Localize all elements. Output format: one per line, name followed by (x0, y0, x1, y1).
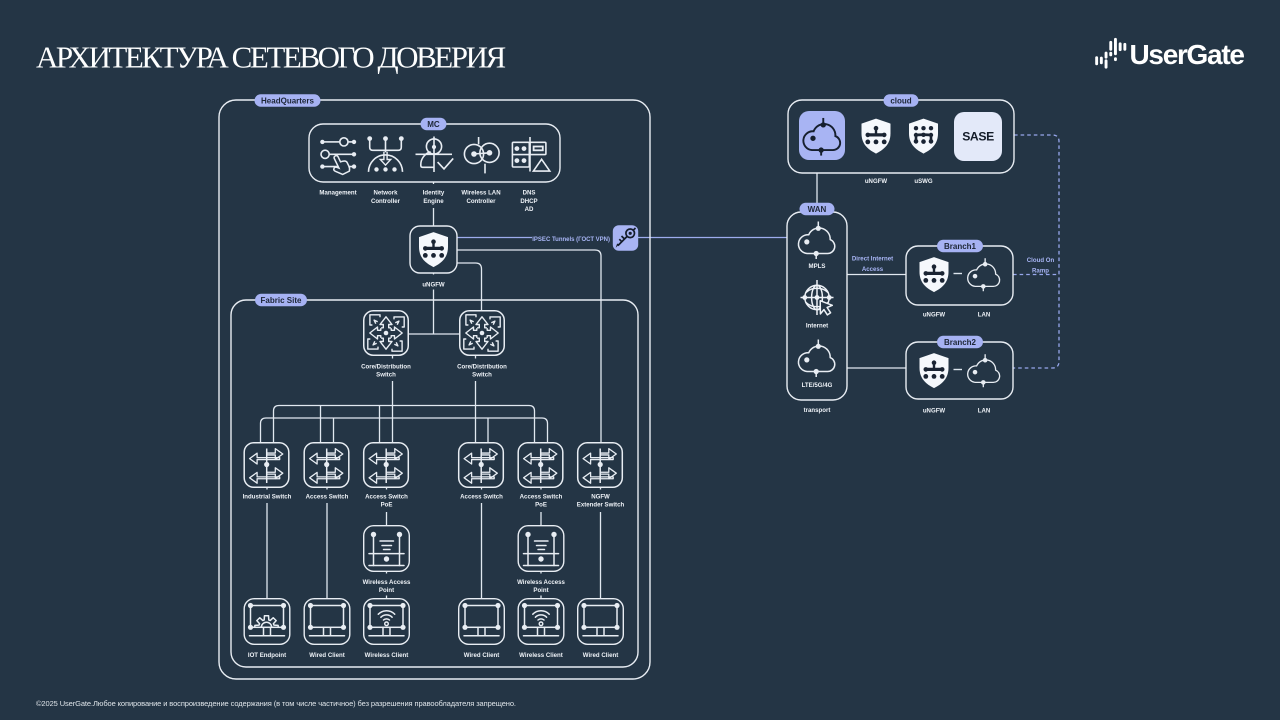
svg-text:Industrial Switch: Industrial Switch (243, 494, 292, 501)
svg-text:Point: Point (379, 587, 394, 594)
svg-text:Wired Client: Wired Client (309, 652, 345, 659)
svg-text:Access Switch: Access Switch (520, 494, 563, 501)
svg-text:Network: Network (373, 190, 398, 197)
svg-text:SASE: SASE (962, 130, 994, 144)
svg-text:Ramp: Ramp (1032, 268, 1049, 275)
svg-text:uNGFW: uNGFW (422, 282, 445, 289)
svg-text:Wireless Access: Wireless Access (363, 579, 411, 586)
svg-text:uNGFW: uNGFW (865, 178, 888, 185)
svg-text:UserGate: UserGate (1130, 39, 1245, 70)
svg-text:Controller: Controller (466, 198, 496, 205)
svg-text:Switch: Switch (376, 372, 396, 379)
svg-text:Wired Client: Wired Client (464, 652, 500, 659)
svg-text:transport: transport (804, 407, 831, 414)
svg-text:Extender Switch: Extender Switch (577, 502, 625, 509)
svg-text:MC: MC (427, 120, 440, 129)
svg-text:Cloud On: Cloud On (1027, 257, 1055, 264)
svg-text:Identity: Identity (423, 190, 445, 197)
svg-text:Management: Management (319, 190, 356, 197)
svg-text:MPLS: MPLS (809, 263, 826, 270)
svg-text:АРХИТЕКТУРА СЕТЕВОГО ДОВЕРИЯ: АРХИТЕКТУРА СЕТЕВОГО ДОВЕРИЯ (36, 40, 506, 75)
svg-text:HeadQuarters: HeadQuarters (261, 97, 314, 106)
svg-text:Direct Internet: Direct Internet (852, 256, 893, 263)
svg-text:Engine: Engine (423, 198, 444, 205)
svg-text:Fabric Site: Fabric Site (261, 296, 302, 305)
svg-text:AD: AD (525, 206, 534, 213)
svg-text:Access Switch: Access Switch (306, 494, 349, 501)
svg-text:Access: Access (862, 266, 884, 273)
svg-text:Core/Distribution: Core/Distribution (361, 364, 411, 371)
svg-text:Internet: Internet (806, 323, 828, 330)
svg-text:PoE: PoE (535, 502, 547, 509)
svg-text:Access Switch: Access Switch (365, 494, 408, 501)
svg-text:uNGFW: uNGFW (923, 408, 946, 415)
svg-text:LAN: LAN (978, 408, 991, 415)
svg-text:PoE: PoE (381, 502, 393, 509)
svg-text:Access Switch: Access Switch (460, 494, 503, 501)
svg-text:WAN: WAN (808, 205, 827, 214)
svg-text:Wireless LAN: Wireless LAN (461, 190, 500, 197)
svg-text:IOT Endpoint: IOT Endpoint (248, 652, 286, 659)
svg-text:Wireless Access: Wireless Access (517, 579, 565, 586)
svg-text:Branch2: Branch2 (944, 338, 977, 347)
svg-text:LAN: LAN (978, 312, 991, 319)
svg-text:NGFW: NGFW (591, 494, 610, 501)
svg-text:Switch: Switch (472, 372, 492, 379)
svg-text:IPSEC Tunnels (ГОСТ VPN): IPSEC Tunnels (ГОСТ VPN) (532, 237, 610, 243)
svg-text:Core/Distribution: Core/Distribution (457, 364, 507, 371)
svg-text:DHCP: DHCP (520, 198, 537, 205)
svg-text:Wireless Client: Wireless Client (519, 652, 563, 659)
svg-text:Branch1: Branch1 (944, 242, 977, 251)
svg-text:LTE/5G/4G: LTE/5G/4G (802, 382, 833, 389)
svg-text:Wired Client: Wired Client (583, 652, 619, 659)
svg-text:uNGFW: uNGFW (923, 312, 946, 319)
svg-text:cloud: cloud (890, 97, 911, 106)
svg-text:Wireless Client: Wireless Client (365, 652, 409, 659)
svg-text:DNS: DNS (523, 190, 536, 197)
svg-text:Controller: Controller (371, 198, 401, 205)
svg-text:uSWG: uSWG (914, 178, 933, 185)
svg-text:©2025 UserGate.Любое копирован: ©2025 UserGate.Любое копирование и воспр… (36, 699, 516, 708)
svg-text:Point: Point (533, 587, 548, 594)
